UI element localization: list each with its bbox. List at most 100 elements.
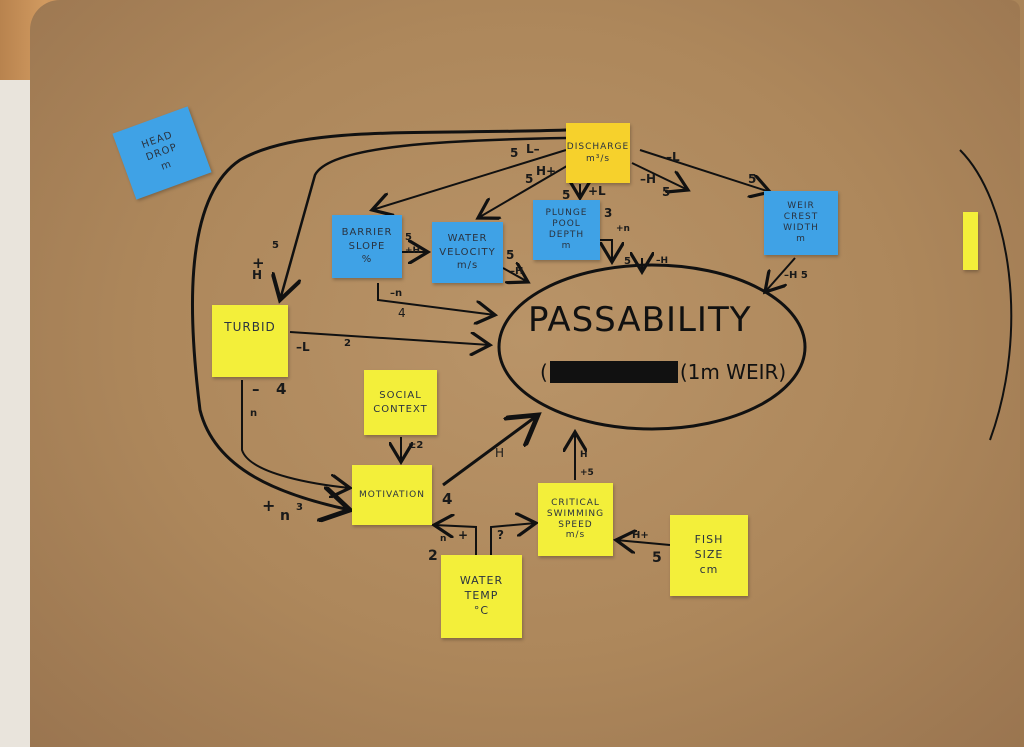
- edge-label: +: [252, 254, 265, 272]
- passability-title: PASSABILITY: [528, 300, 752, 340]
- arrow-motivation-passability: [442, 415, 538, 487]
- note-text: BARRIER: [341, 227, 393, 239]
- edge-label: 4: [398, 306, 406, 320]
- edge-label: H: [495, 446, 505, 460]
- edge-label: –n: [390, 288, 403, 299]
- passability-subtitle: ( (1m WEIR): [540, 360, 786, 384]
- note-text: WEIR: [787, 201, 815, 212]
- edge-label: –H: [510, 266, 524, 277]
- edge-label: 5: [525, 172, 534, 186]
- note-text: m: [561, 240, 572, 251]
- note-text: FISH: [694, 533, 724, 547]
- passability-ellipse: [497, 263, 807, 431]
- arrow-discharge-weir: [639, 149, 770, 192]
- note-motivation[interactable]: MOTIVATION: [352, 465, 432, 525]
- note-text: WATER: [459, 574, 504, 588]
- edge-label: 3: [296, 502, 303, 513]
- arrow-velocity-passability: [502, 268, 528, 282]
- edge-label: n: [280, 508, 290, 524]
- edge-label: H+: [536, 164, 557, 178]
- edge-label: 5: [562, 188, 571, 202]
- edge-label: +: [458, 528, 469, 542]
- note-text: m: [159, 158, 174, 173]
- redacted-text: [549, 361, 678, 383]
- edge-label: n: [440, 534, 447, 544]
- note-plunge-pool-depth[interactable]: PLUNGE POOL DEPTH m: [533, 200, 600, 260]
- note-text: SOCIAL: [379, 390, 422, 401]
- arrow-right-edge: [959, 149, 1013, 441]
- edge-label: ±2: [408, 440, 424, 451]
- note-water-velocity[interactable]: WATER VELOCITY m/s: [432, 222, 503, 283]
- edge-label: H: [580, 450, 588, 460]
- note-critical-swimming-speed[interactable]: CRITICAL SWIMMING SPEED m/s: [538, 483, 613, 556]
- edge-label: n: [250, 408, 258, 419]
- note-text: cm: [699, 562, 719, 576]
- arrow-fish-speed: [616, 540, 671, 545]
- edge-label: 2: [344, 338, 351, 349]
- note-text: SIZE: [694, 548, 724, 562]
- edge-label: –H 5: [784, 270, 808, 281]
- arrow-discharge-turbid: [280, 136, 567, 300]
- edge-label: –L: [296, 340, 310, 354]
- arrow-discharge-barrier: [372, 149, 567, 210]
- edge-label: 2: [428, 548, 438, 564]
- note-text: POOL: [552, 219, 581, 230]
- note-weir-crest-width[interactable]: WEIR CREST WIDTH m: [764, 191, 838, 255]
- note-text: WATER: [447, 233, 488, 245]
- edge-label: 5: [272, 240, 279, 251]
- arrow-turbid-motivation: [241, 380, 350, 488]
- note-turbid[interactable]: TURBID: [212, 305, 288, 377]
- arrow-temp-speed: [490, 523, 536, 555]
- note-fish-size[interactable]: FISH SIZE cm: [670, 515, 748, 596]
- note-text: PLUNGE: [545, 208, 588, 219]
- arrow-discharge-velocity: [478, 162, 573, 218]
- edge-label: 5: [624, 256, 631, 267]
- note-water-temp[interactable]: WATER TEMP °C: [441, 555, 522, 638]
- edge-label: +: [262, 496, 276, 515]
- edge-label: +H: [405, 246, 421, 256]
- edge-label: 5: [662, 185, 671, 199]
- note-text: CONTEXT: [373, 403, 428, 415]
- edge-label: +L: [588, 184, 606, 198]
- note-barrier-slope[interactable]: BARRIER SLOPE %: [332, 215, 402, 278]
- note-text: SLOPE: [348, 240, 386, 252]
- edge-label: 5: [510, 146, 519, 160]
- note-partial-right[interactable]: [963, 212, 978, 270]
- note-text: CRITICAL: [551, 497, 600, 508]
- edge-label: 5: [405, 232, 412, 243]
- note-text: SPEED: [558, 519, 593, 530]
- note-text: m: [796, 233, 806, 244]
- note-text: DISCHARGE: [566, 141, 630, 152]
- note-text: MOTIVATION: [358, 489, 425, 500]
- edge-label: 5: [652, 550, 662, 566]
- edge-label: ?: [497, 528, 504, 542]
- edge-label: –: [252, 380, 260, 398]
- arrow-turbid-passability: [289, 331, 490, 345]
- edge-label: –L: [666, 150, 680, 164]
- edge-label: L–: [526, 142, 540, 156]
- note-text: m/s: [565, 530, 586, 541]
- open-paren: (: [540, 360, 548, 384]
- edge-label: 5: [506, 248, 515, 262]
- note-text: CREST: [783, 212, 819, 223]
- arrow-discharge-motivation: [190, 128, 567, 510]
- arrow-discharge-right: [631, 162, 688, 190]
- edge-label: –H: [656, 256, 669, 266]
- note-text: %: [361, 254, 373, 266]
- edge-label: H+: [632, 530, 649, 541]
- note-social-context[interactable]: SOCIAL CONTEXT: [364, 370, 437, 435]
- note-discharge[interactable]: DISCHARGE m³/s: [566, 123, 630, 183]
- arrow-weir-passability: [765, 257, 796, 292]
- arrow-barrier-passability: [377, 283, 495, 315]
- note-text: SWIMMING: [546, 508, 605, 519]
- edge-label: –H: [640, 172, 657, 186]
- edge-label: +5: [580, 468, 594, 478]
- note-text: m³/s: [585, 154, 611, 164]
- note-text: TURBID: [224, 320, 276, 334]
- note-text: VELOCITY: [439, 246, 496, 258]
- note-text: TEMP: [464, 589, 499, 603]
- note-text: DEPTH: [548, 230, 585, 240]
- edge-label: H: [252, 268, 263, 282]
- edge-label: 3: [604, 206, 613, 220]
